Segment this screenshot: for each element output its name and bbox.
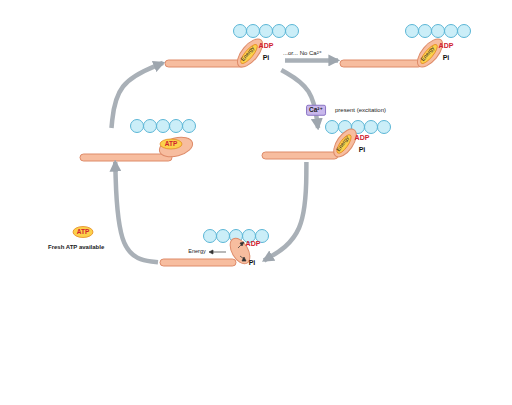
edge-label: ...or... No Ca²⁺ bbox=[283, 50, 322, 56]
pi-text: Pi bbox=[249, 259, 256, 266]
adp-text: ADP bbox=[259, 42, 274, 49]
cycle-arrow bbox=[264, 162, 306, 261]
edge-label: Fresh ATP available bbox=[48, 244, 104, 250]
energy-text: Energy bbox=[240, 46, 255, 63]
myosin bbox=[80, 35, 447, 267]
energy-text: Energy bbox=[188, 249, 205, 255]
cycle-arrow bbox=[285, 58, 338, 63]
crossbridge-state: Energy ADP Pi bbox=[163, 38, 285, 70]
adp-text: ADP bbox=[246, 240, 261, 247]
atp-badge: ATP bbox=[77, 229, 90, 236]
crossbridge-state: ATP bbox=[78, 128, 202, 162]
actin-filament bbox=[131, 25, 471, 243]
edge-label: present (excitation) bbox=[335, 107, 386, 113]
adp-text: ADP bbox=[355, 134, 370, 141]
cycle-arrow bbox=[115, 162, 158, 262]
release-arrows bbox=[209, 242, 246, 261]
crossbridge-state: Energy ADP Pi bbox=[338, 38, 460, 70]
crossbridge-state: Energy ADP Pi bbox=[158, 235, 264, 269]
ion-tag: Ca²⁺ bbox=[306, 105, 326, 116]
pi-text: Pi bbox=[263, 54, 270, 61]
crossbridge-state: Energy ADP Pi bbox=[260, 128, 376, 162]
pi-text: Pi bbox=[443, 54, 450, 61]
cycle-arrow bbox=[111, 63, 163, 128]
energy-blob bbox=[73, 42, 440, 237]
cycle-arrow bbox=[281, 70, 318, 128]
atp-text: ATP bbox=[165, 141, 178, 148]
energy-text: Energy bbox=[336, 135, 351, 152]
adp-text: ADP bbox=[439, 42, 454, 49]
energy-text: Energy bbox=[420, 46, 435, 63]
pi-text: Pi bbox=[359, 146, 366, 153]
